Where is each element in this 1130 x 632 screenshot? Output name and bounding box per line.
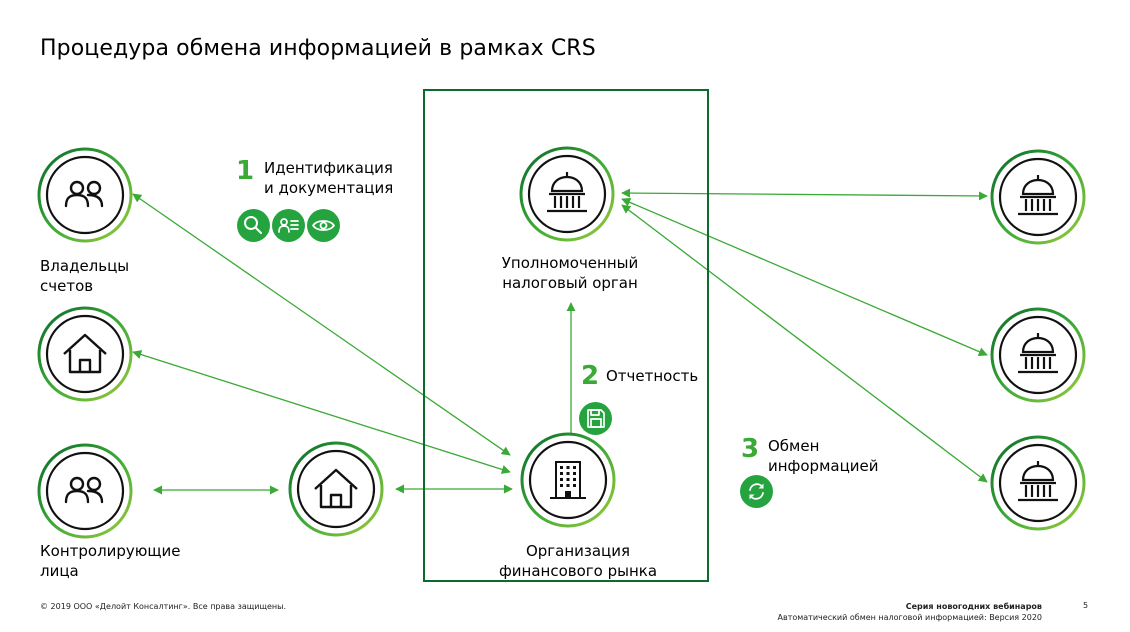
person-list-icon	[278, 218, 299, 233]
step1-label-line2: и документация	[264, 179, 394, 197]
footer-copyright: © 2019 ООО «Делойт Консалтинг». Все прав…	[40, 602, 287, 611]
save-badge	[579, 402, 612, 435]
label-controlling-persons: Контролирующие лица	[40, 542, 181, 580]
step1-label: Идентификация и документация	[264, 158, 434, 198]
footer-series: Серия новогодних вебинаров Автоматически…	[778, 601, 1043, 623]
node-foreign-authority-2	[990, 307, 1086, 403]
node-account-holders	[37, 147, 133, 243]
government-building-icon	[990, 435, 1086, 531]
search-badge	[237, 209, 270, 242]
step3-label-line1: Обмен	[768, 437, 820, 455]
node-house-middle	[288, 441, 384, 537]
arrow-tax-to-foreign-1	[621, 188, 988, 201]
house-icon	[288, 441, 384, 537]
label-tax-authority-line1: Уполномоченный	[501, 254, 639, 272]
step2-number: 2	[581, 361, 600, 391]
label-financial-org: Организация финансового рынка	[488, 541, 668, 581]
eye-badge	[307, 209, 340, 242]
step3-label: Обмен информацией	[768, 436, 918, 476]
house-icon	[37, 306, 133, 402]
people-icon	[37, 443, 133, 539]
save-icon	[587, 409, 605, 428]
page-title: Процедура обмена информацией в рамках CR…	[40, 36, 596, 61]
step3-number: 3	[741, 434, 760, 464]
page-number: 5	[1083, 601, 1089, 610]
step1-label-line1: Идентификация	[264, 159, 393, 177]
step3-label-line2: информацией	[768, 457, 879, 475]
government-building-icon	[519, 146, 615, 242]
people-icon	[37, 147, 133, 243]
step1-number: 1	[236, 156, 255, 186]
label-financial-org-line1: Организация	[525, 542, 631, 560]
arrow-house-to-org	[132, 350, 511, 474]
node-tax-authority	[519, 146, 615, 242]
node-controlling-persons	[37, 443, 133, 539]
financial-system-frame	[423, 89, 709, 582]
footer-series-title: Серия новогодних вебинаров	[905, 602, 1042, 611]
refresh-badge	[740, 475, 773, 508]
node-foreign-authority-3	[990, 435, 1086, 531]
refresh-icon	[749, 483, 764, 500]
label-tax-authority: Уполномоченный налоговый орган	[490, 253, 650, 293]
step2-label: Отчетность	[606, 367, 699, 385]
label-tax-authority-line2: налоговый орган	[502, 274, 638, 292]
person-list-badge	[272, 209, 305, 242]
label-financial-org-line2: финансового рынка	[498, 562, 658, 580]
search-icon	[244, 216, 262, 234]
node-foreign-authority-1	[990, 149, 1086, 245]
government-building-icon	[990, 149, 1086, 245]
office-building-icon	[520, 432, 616, 528]
node-house-left	[37, 306, 133, 402]
node-financial-org	[520, 432, 616, 528]
label-account-holders: Владельцы счетов	[40, 257, 130, 295]
eye-icon	[311, 220, 336, 231]
footer-series-subtitle: Автоматический обмен налоговой информаци…	[777, 613, 1043, 622]
government-building-icon	[990, 307, 1086, 403]
arrow-tax-to-foreign-3	[621, 204, 988, 483]
